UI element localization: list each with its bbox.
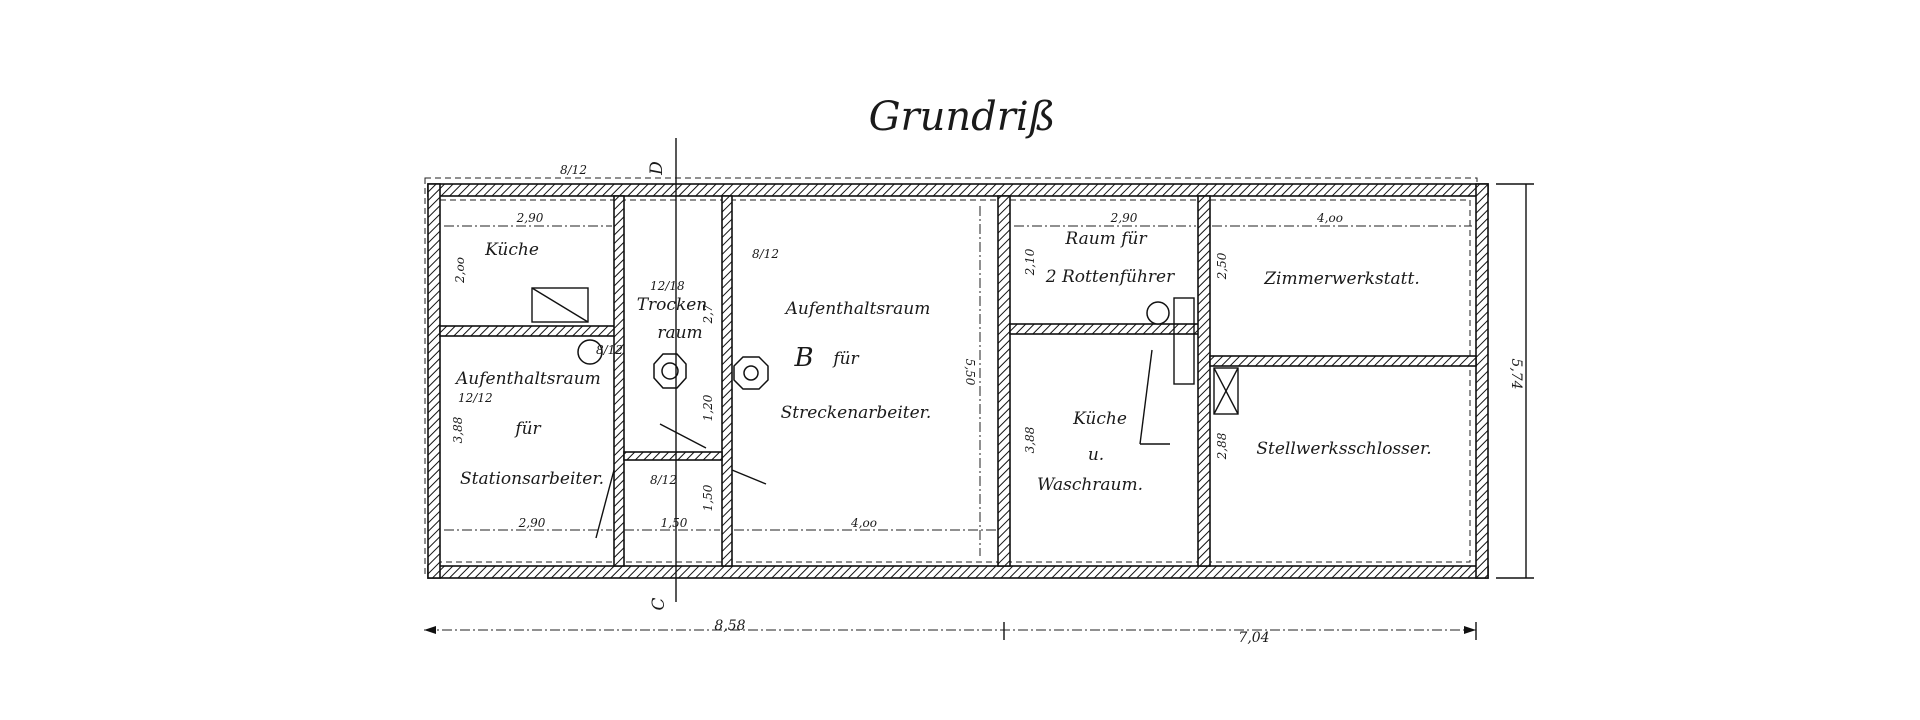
- wall-right: [1475, 183, 1489, 579]
- dim-210: 2,10: [1023, 248, 1037, 276]
- wall-center-divider: [997, 195, 1011, 567]
- stove-circle-rotten: [1146, 301, 1170, 325]
- label-trocken-1: Trocken: [637, 295, 708, 315]
- wall-trocken-right: [721, 195, 733, 567]
- dim-388-left: 3,88: [451, 416, 465, 443]
- label-kueche-wasch-1: Küche: [1072, 409, 1127, 429]
- door-swing-kueche-wasch-a: [1139, 349, 1153, 445]
- wall-trocken-bottom: [623, 451, 723, 461]
- section-mark-top: D: [647, 161, 667, 176]
- wall-bottom: [427, 565, 1489, 579]
- drawing-title: Grundriß: [869, 94, 1056, 140]
- beam-d: 8/12: [650, 473, 677, 487]
- label-kueche-wasch-3: Waschraum.: [1037, 475, 1143, 495]
- label-trocken-2: raum: [657, 323, 702, 343]
- beam-c: 8/12: [596, 343, 623, 357]
- dim-290-bottom: 2,90: [518, 516, 546, 530]
- label-aufenthalt-strecke-1: Aufenthaltsraum: [784, 299, 931, 319]
- arrow-left: [424, 626, 436, 634]
- kueche-counter-diag: [531, 287, 589, 323]
- wall-trocken-left: [613, 195, 625, 567]
- label-rotten-1: Raum für: [1064, 229, 1147, 249]
- chimney-block: [1173, 297, 1195, 385]
- dim-120: 1,20: [701, 394, 715, 421]
- beam-a: 8/12: [560, 163, 587, 177]
- beam-b: 8/12: [752, 247, 779, 261]
- label-zimmerwerkstatt: Zimmerwerkstatt.: [1263, 269, 1419, 289]
- door-swing-trocken: [659, 423, 707, 449]
- section-mark-bottom: C: [649, 597, 669, 610]
- dim-200-kueche: 2,oo: [453, 257, 467, 284]
- wall-kueche-bottom: [439, 325, 617, 337]
- label-stellwerksschlosser: Stellwerksschlosser.: [1256, 439, 1431, 459]
- label-room-mark-b: B: [793, 343, 813, 373]
- dim-574: 5,74: [1508, 358, 1524, 389]
- dim-388-right: 2,88: [1215, 432, 1229, 460]
- label-aufenthalt-station-3: Stationsarbeiter.: [460, 469, 604, 489]
- chimney-box: [1213, 367, 1239, 415]
- dim-400-bottom: 4,oo: [850, 516, 877, 530]
- label-rotten-2: 2 Rottenführer: [1045, 267, 1175, 287]
- dim-total-left: 8,58: [714, 618, 745, 634]
- dim-250: 2,50: [1215, 252, 1229, 280]
- label-aufenthalt-strecke-2: für: [831, 349, 859, 369]
- dim-150: 1,50: [661, 516, 688, 530]
- beam-f: 12/18: [650, 279, 685, 293]
- label-aufenthalt-station-1: Aufenthaltsraum: [454, 369, 601, 389]
- wall-workshop-divider: [1197, 195, 1211, 567]
- stove-octagon-right-inner: [743, 365, 759, 381]
- kueche-counter: [531, 287, 589, 323]
- wall-top: [427, 183, 1489, 197]
- dim-150-v: 1,50: [701, 484, 715, 511]
- label-kueche-wasch-2: u.: [1088, 445, 1104, 465]
- chimney-cross-b: [1213, 367, 1239, 415]
- dim-290-rotten: 2,90: [1110, 211, 1138, 225]
- door-swing-station: [595, 469, 615, 539]
- wall-rotten-bottom: [1009, 323, 1201, 335]
- wall-zimmer-bottom: [1209, 355, 1477, 367]
- dim-550: 5,50: [963, 359, 977, 386]
- dim-400-top: 4,oo: [1316, 211, 1343, 225]
- stove-circle-kueche: [577, 339, 603, 365]
- arrow-right: [1464, 626, 1476, 634]
- dim-270: 2,7: [701, 304, 715, 324]
- door-swing-strecke: [731, 469, 767, 485]
- label-kueche: Küche: [484, 240, 539, 260]
- stove-octagon-left-inner: [661, 362, 679, 380]
- beam-e: 12/12: [458, 391, 493, 405]
- dim-290-top: 2,90: [516, 211, 544, 225]
- label-aufenthalt-station-2: für: [513, 419, 541, 439]
- wall-left: [427, 183, 441, 579]
- dim-total-right: 7,04: [1238, 630, 1269, 646]
- dim-388-mid: 3,88: [1023, 426, 1037, 453]
- label-aufenthalt-strecke-3: Streckenarbeiter.: [781, 403, 932, 423]
